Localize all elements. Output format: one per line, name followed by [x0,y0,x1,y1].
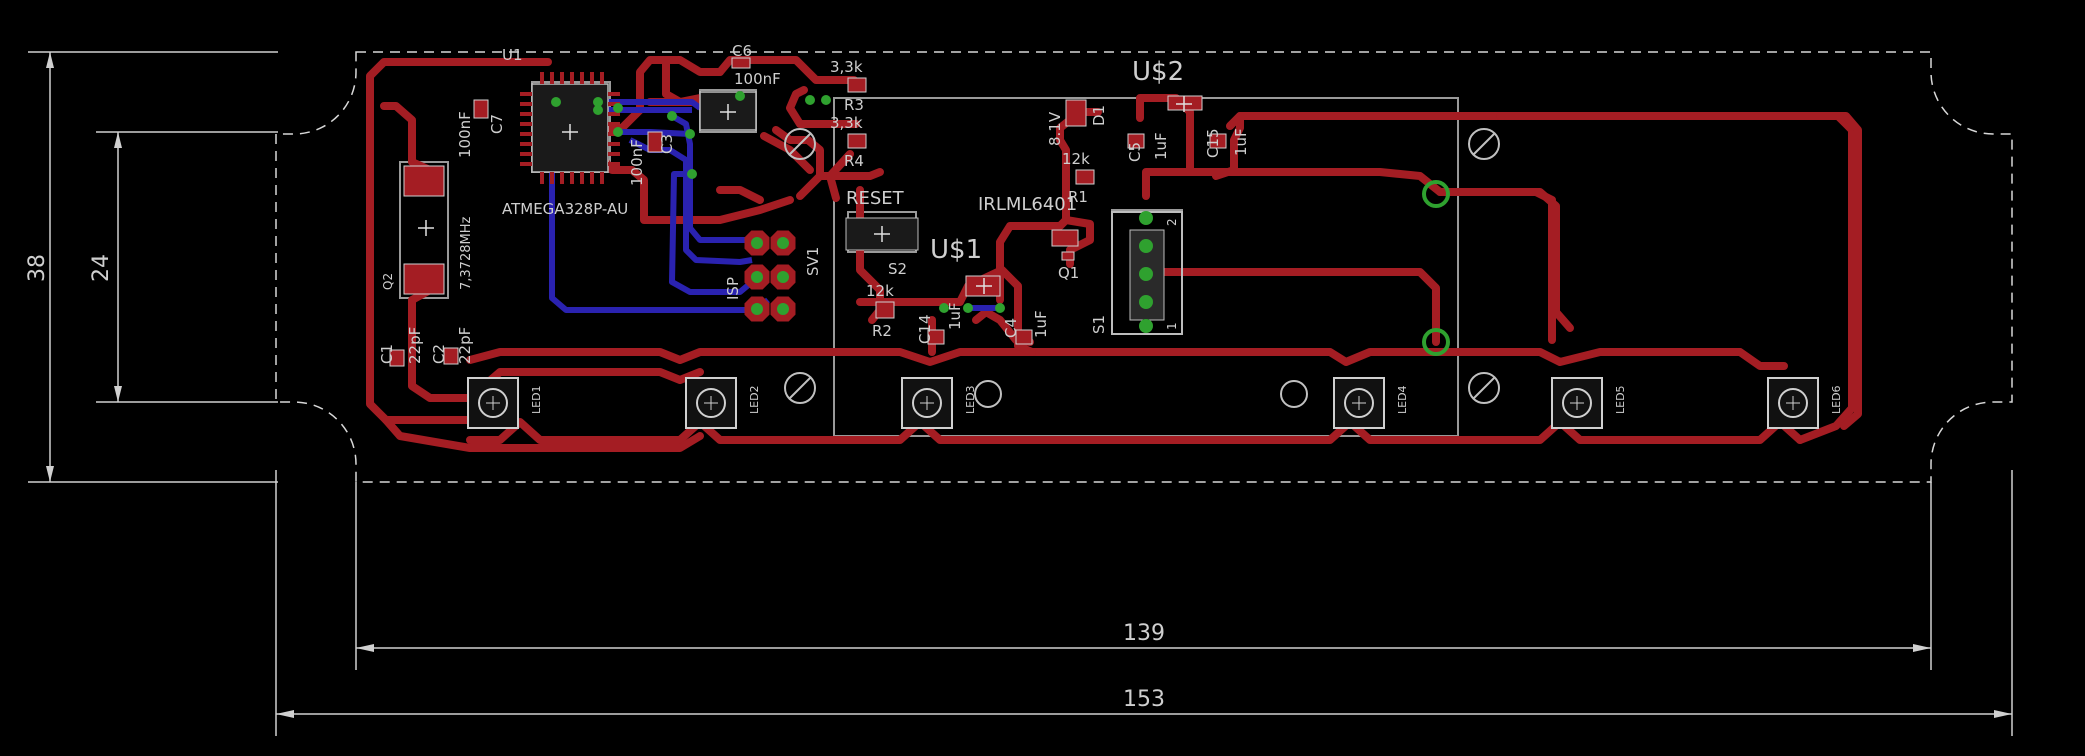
u1-value-label: ATMEGA328P-AU [502,200,628,218]
s1-label: S1 [1090,315,1108,334]
u1-module-label: U$1 [930,235,982,265]
dimension-38: 38 [25,254,50,282]
dimension-24: 24 [89,254,114,282]
r4-label: R4 [844,152,864,170]
isp-label: ISP [724,277,742,300]
c6-label: C6 [732,42,752,60]
q2-label: Q2 [381,273,395,290]
r3-label: R3 [844,96,864,114]
d1-value-label: 8.1V [1046,111,1064,146]
c3-label: C3 [658,134,676,154]
s2-label: S2 [888,260,907,278]
vias [551,91,1005,313]
led-2 [685,377,737,429]
s1-slide-switch [1111,211,1183,335]
r1-label: R1 [1068,188,1088,206]
q1-label: Q1 [1058,264,1079,282]
irlml-label: IRLML6401 [978,194,1077,215]
c2-label: C2 [430,344,448,364]
r4-value-label: 3,3k [830,114,863,132]
c14-label: C14 [916,314,934,344]
c2-value-label: 22pF [456,327,474,364]
c14-value-label: 1uF [946,302,964,330]
mounting-holes [784,128,1500,408]
isp-header [744,230,796,322]
c4-label: C4 [1002,318,1020,338]
c7-label: C7 [488,114,506,134]
dimension-lines [28,51,2013,736]
large-vias [1422,180,1450,356]
c1-label: C1 [378,344,396,364]
c7-value-label: 100nF [456,111,474,158]
led6-label: LED6 [1830,385,1843,414]
c15-label: C15 [1204,128,1222,158]
d1-label: D1 [1090,105,1108,126]
led-6 [1767,377,1819,429]
led-1 [467,377,519,429]
c5-value-label: 1uF [1152,132,1170,160]
dimension-153: 153 [1123,687,1165,712]
s1-pin1-label: 1 [1165,322,1179,330]
r1-value-label: 12k [1062,150,1090,168]
dimension-139: 139 [1123,621,1165,646]
board-outline [275,51,2013,483]
s1-pin2-label: 2 [1165,218,1179,226]
u2-module-label: U$2 [1132,57,1184,87]
c1-value-label: 22pF [406,327,424,364]
u1-label: U1 [502,46,523,64]
r3-value-label: 3,3k [830,58,863,76]
led4-label: LED4 [1396,385,1409,414]
q2-value-label: 7,3728MHz [459,217,474,290]
led5-label: LED5 [1614,385,1627,414]
r2-value-label: 12k [866,282,894,300]
c3-value-label: 100nF [628,139,646,186]
led-5 [1551,377,1603,429]
led1-label: LED1 [530,385,543,414]
smd-pads [389,57,1227,367]
led-3 [901,377,953,429]
led3-label: LED3 [964,385,977,414]
sv1-label: SV1 [804,247,822,276]
c15-value-label: 1uF [1232,128,1250,156]
c6-value-label: 100nF [734,70,781,88]
origin-crosses [418,96,1192,294]
isp-pins [751,237,789,315]
r2-label: R2 [872,322,892,340]
c5-label: C5 [1126,142,1144,162]
led2-label: LED2 [748,385,761,414]
led-footprints [467,377,1819,429]
reset-label: RESET [846,188,905,209]
led-4 [1333,377,1385,429]
c4-value-label: 1uF [1032,310,1050,338]
